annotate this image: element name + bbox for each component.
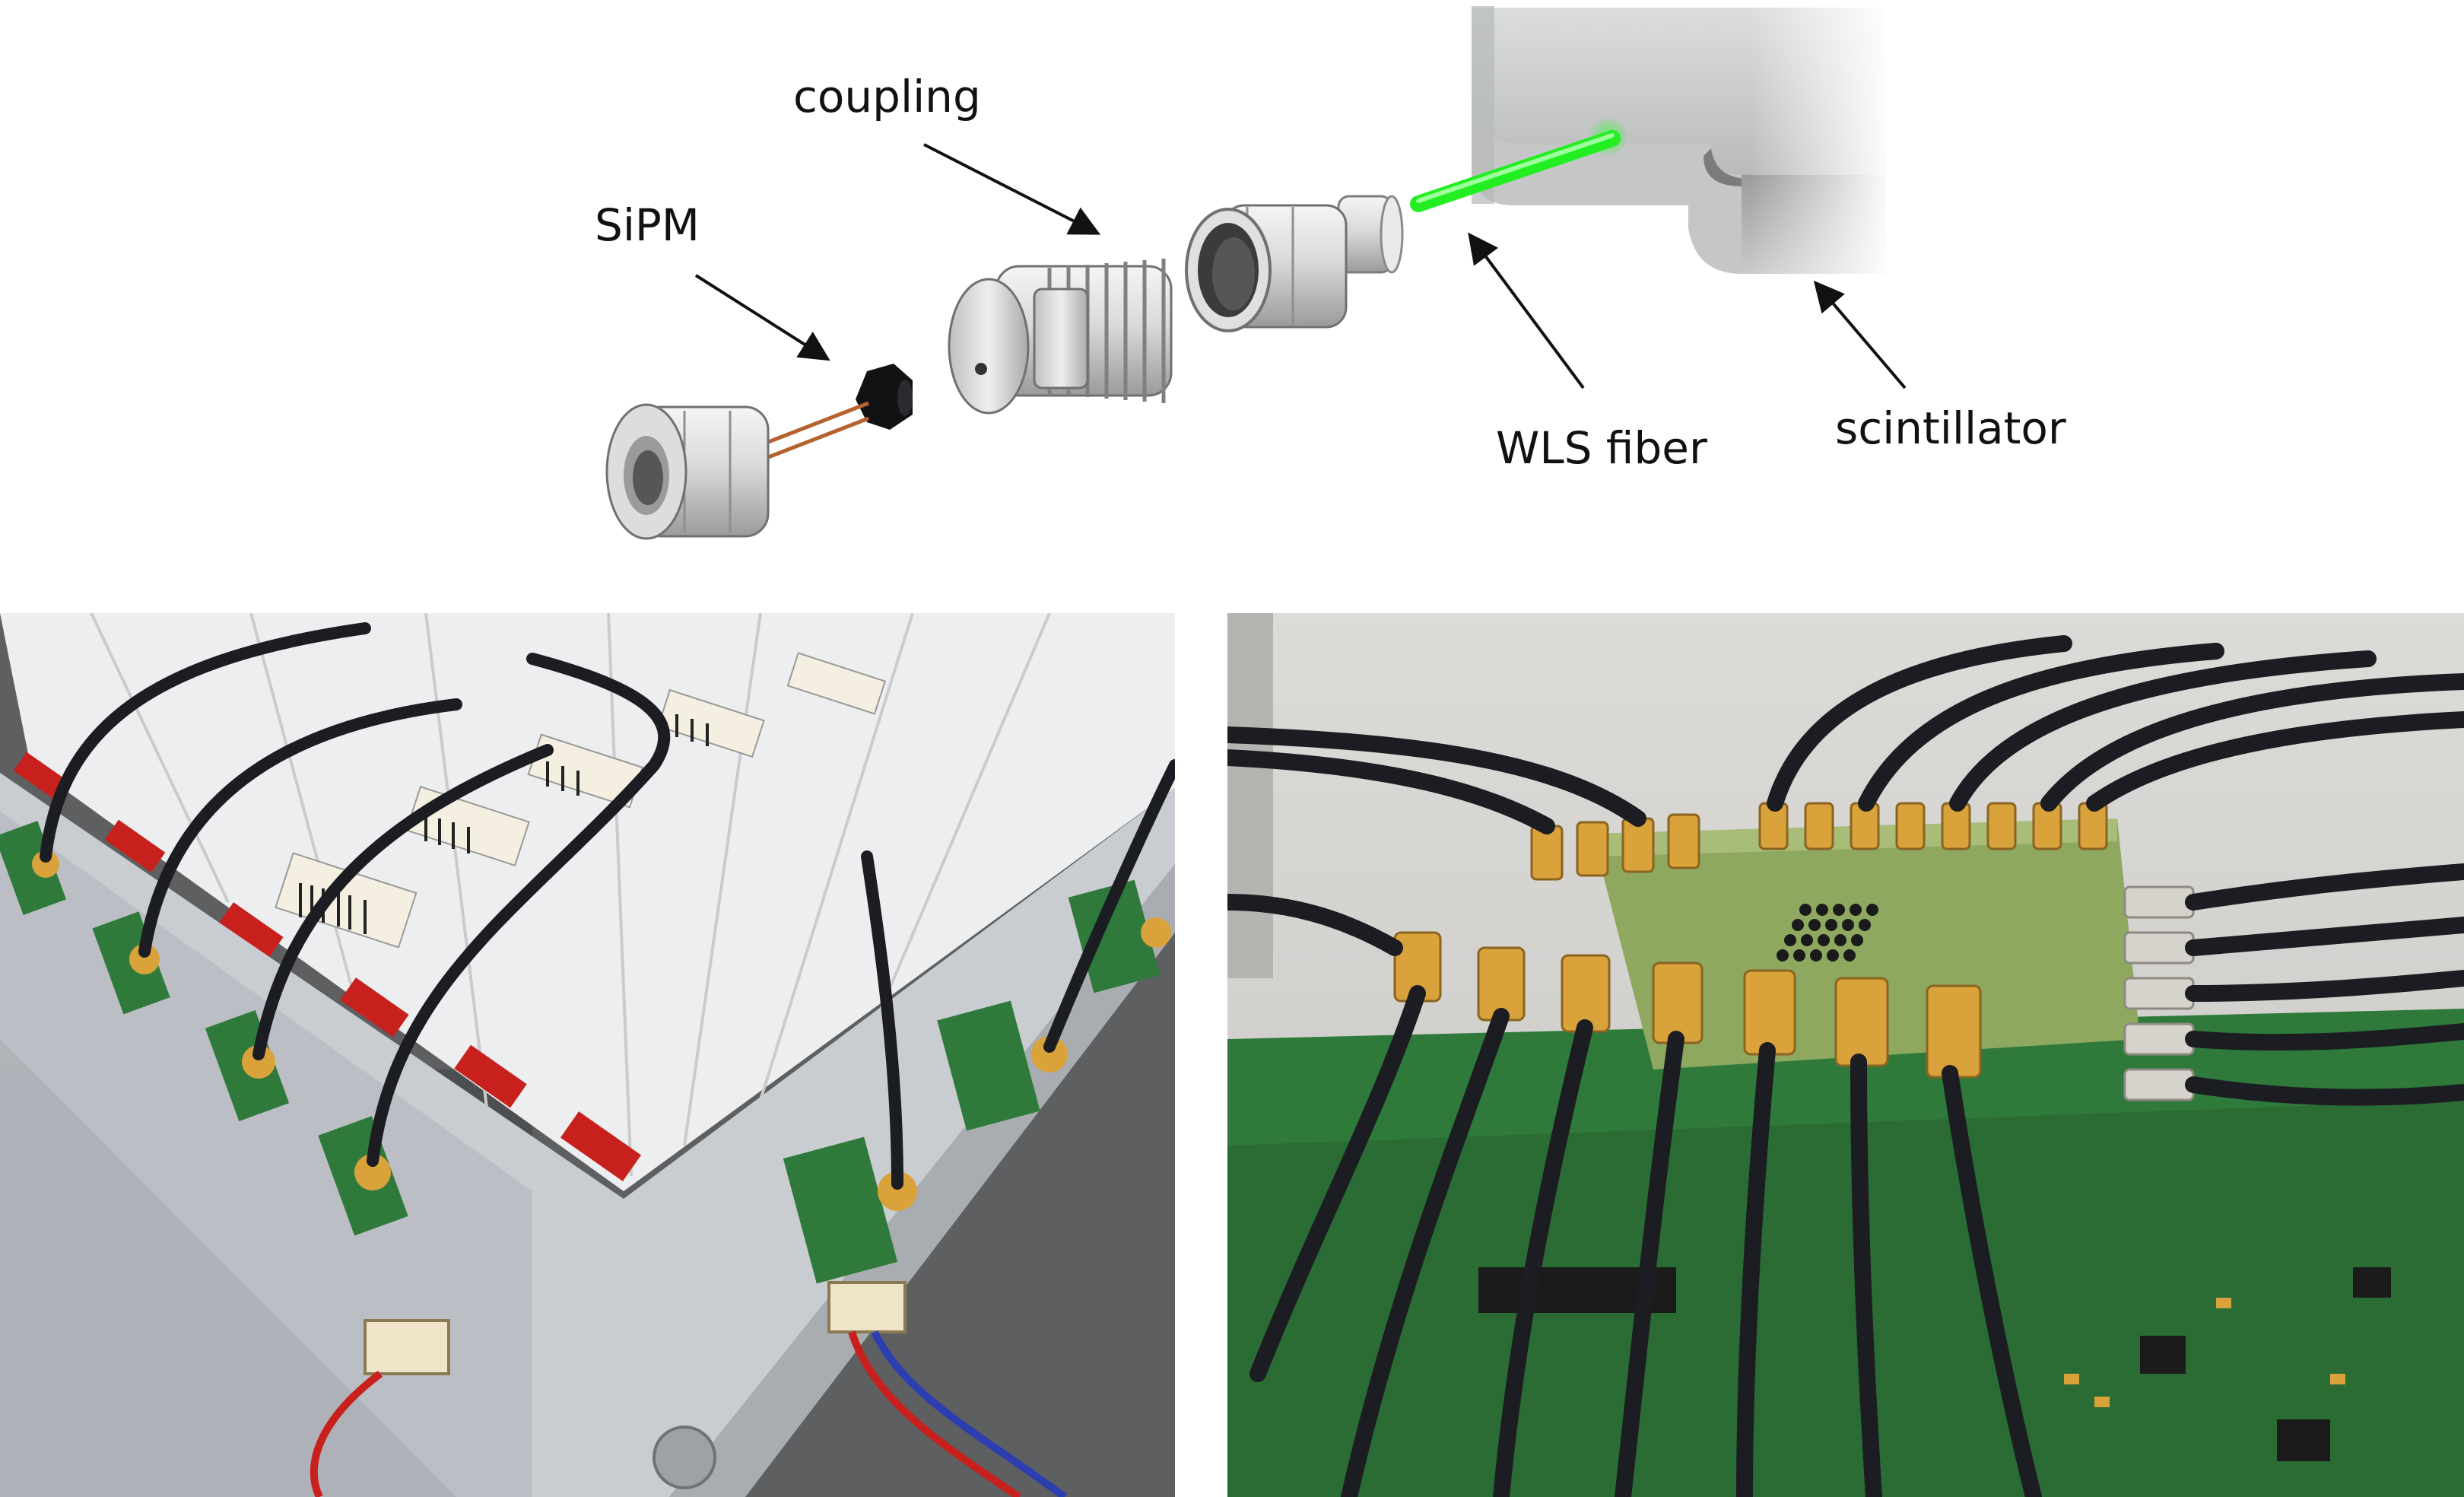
readout-board-photo	[1227, 613, 2464, 1497]
sipm-arrow	[694, 274, 830, 361]
threaded-coupling	[948, 259, 1173, 415]
scintillator-label: scintillator	[1835, 402, 2066, 454]
label-arrows	[694, 143, 1907, 389]
coupling-label: coupling	[793, 71, 981, 122]
scintillator-block	[1472, 0, 1894, 281]
wls-fiber-label: WLS fiber	[1496, 422, 1707, 474]
fiber-coupling-nut	[1185, 195, 1404, 332]
sipm-chip	[760, 364, 913, 462]
exploded-assembly-diagram	[605, 0, 1907, 540]
wls-fiber-arrow	[1468, 232, 1585, 389]
sipm-label: SiPM	[595, 199, 700, 251]
sipm-holder	[605, 403, 770, 540]
scintillator-arrow	[1813, 280, 1907, 389]
scintillator-module-photo	[0, 613, 1175, 1497]
wls-fiber	[1410, 130, 1621, 212]
coupling-arrow	[923, 143, 1101, 235]
